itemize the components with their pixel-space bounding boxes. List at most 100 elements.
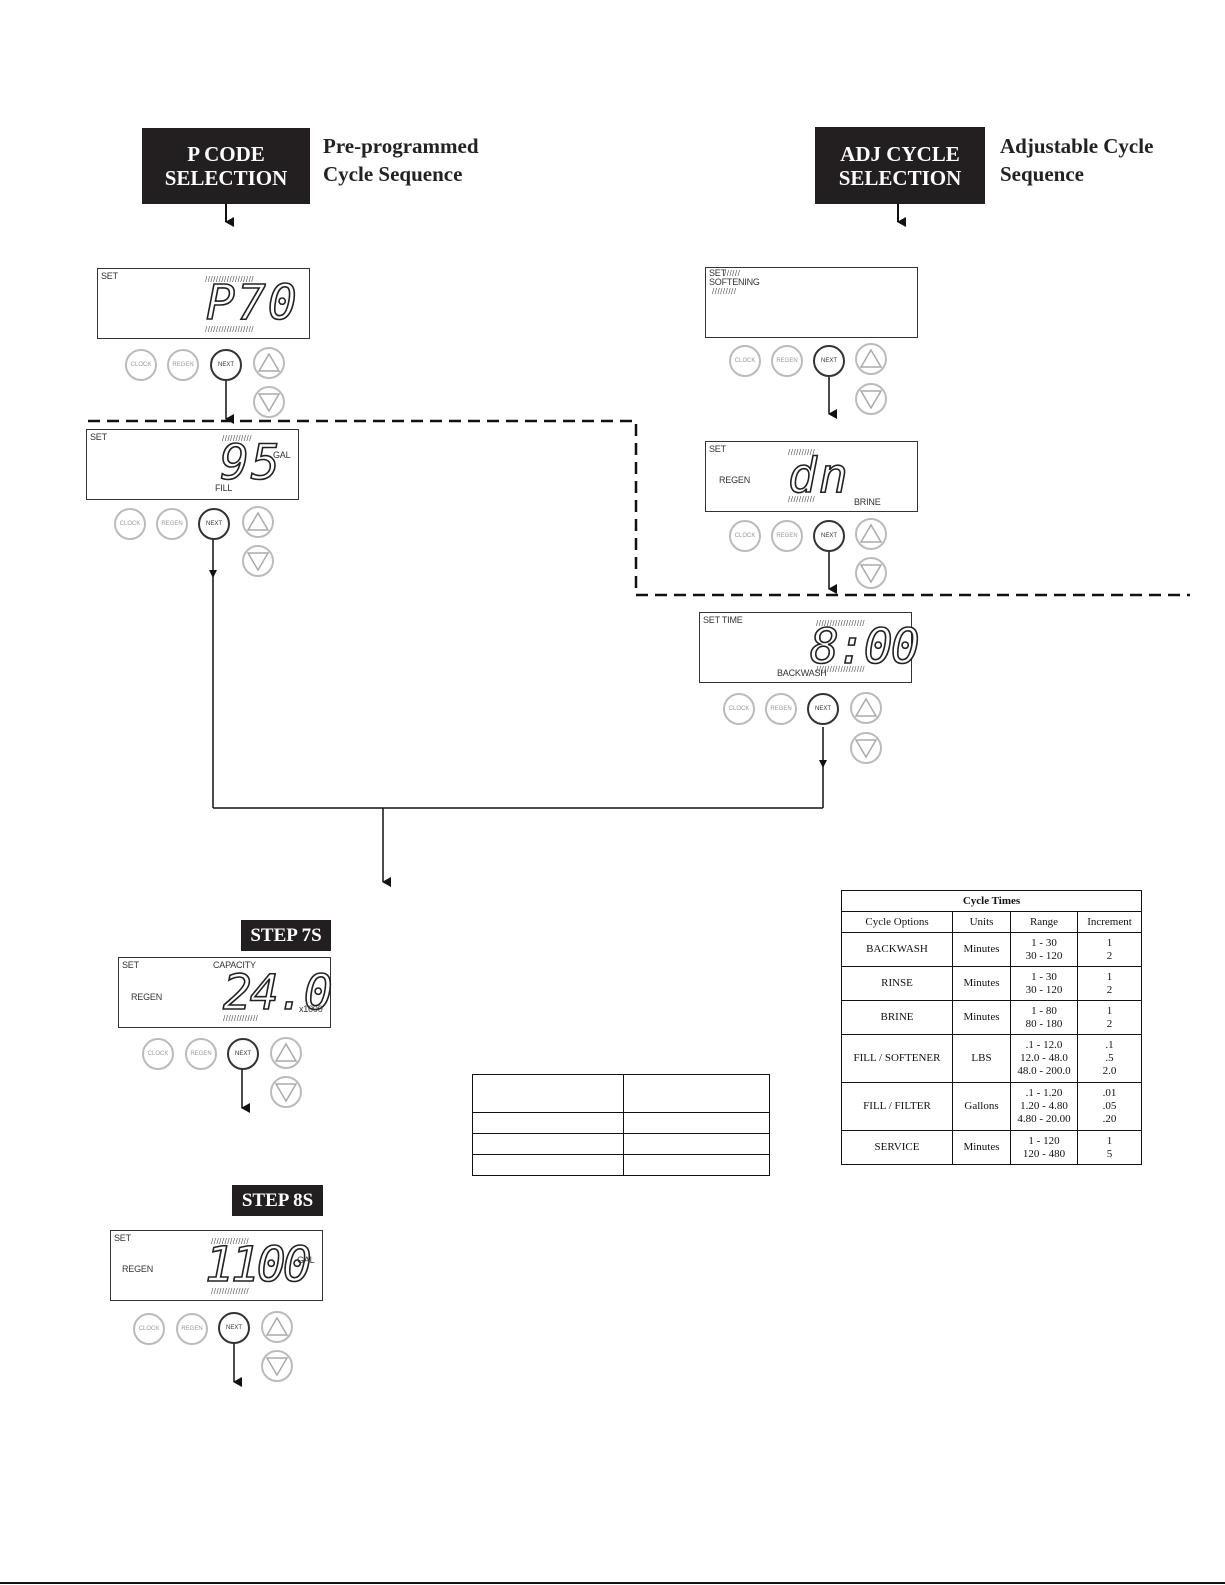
lcd-fill: SET /////////// 95 GAL FILL	[86, 429, 299, 500]
header-line1: P CODE	[187, 142, 265, 166]
gal-unit: GAL	[273, 450, 291, 460]
flash-marks: //////////////	[211, 1287, 250, 1296]
regen-label: REGEN	[131, 992, 163, 1002]
next-button[interactable]: NEXT	[198, 508, 230, 540]
step-8s-tag: STEP 8S	[232, 1185, 323, 1216]
lcd-softening: SET ////// SOFTENING /////////	[705, 267, 918, 338]
up-button[interactable]	[850, 692, 882, 724]
down-button[interactable]	[850, 732, 882, 764]
cycle-option: FILL / FILTER	[841, 1082, 953, 1131]
regen-button[interactable]: REGEN	[771, 345, 803, 377]
next-button[interactable]: NEXT	[227, 1038, 259, 1070]
time-value: 8:00	[809, 619, 920, 675]
cycle-units: Minutes	[952, 966, 1011, 1001]
regen-button[interactable]: REGEN	[765, 693, 797, 725]
next-button[interactable]: NEXT	[813, 520, 845, 552]
clock-button[interactable]: CLOCK	[729, 520, 761, 552]
up-arrow-icon	[854, 697, 878, 717]
regen-button[interactable]: REGEN	[156, 508, 188, 540]
up-arrow-icon	[257, 352, 281, 372]
softening-label: SOFTENING	[709, 277, 760, 287]
table-row	[472, 1074, 770, 1113]
fill-value: 95	[219, 435, 282, 491]
cycle-units: LBS	[952, 1034, 1011, 1083]
blank-table	[472, 1074, 770, 1176]
up-button[interactable]	[855, 518, 887, 550]
set-label: SET	[114, 1233, 131, 1243]
down-button[interactable]	[855, 383, 887, 415]
up-button[interactable]	[855, 343, 887, 375]
flash-marks: //////////	[788, 495, 816, 504]
column-header: Increment	[1077, 911, 1142, 933]
column-header: Units	[952, 911, 1011, 933]
table-row	[472, 1133, 770, 1155]
up-button[interactable]	[261, 1311, 293, 1343]
next-button[interactable]: NEXT	[218, 1312, 250, 1344]
regen-label: REGEN	[122, 1264, 154, 1274]
regen-button[interactable]: REGEN	[771, 520, 803, 552]
down-button[interactable]	[242, 545, 274, 577]
desc-line2: Sequence	[1000, 162, 1084, 186]
down-arrow-icon	[246, 552, 270, 572]
cycle-units: Minutes	[952, 1130, 1011, 1165]
lcd-backwash: SET TIME ////////////////// 8:00 ///////…	[699, 612, 920, 683]
down-arrow-icon	[854, 739, 878, 759]
p-code-value: P70	[205, 275, 299, 331]
capacity-value: 24.0	[222, 965, 333, 1021]
dn-value: dn	[787, 448, 850, 504]
down-button[interactable]	[270, 1076, 302, 1108]
table-row	[472, 1154, 770, 1176]
next-button[interactable]: NEXT	[807, 693, 839, 725]
set-label: SET	[90, 432, 107, 442]
clock-button[interactable]: CLOCK	[729, 345, 761, 377]
lcd-regen-dn: SET REGEN ////////// dn ////////// BRINE	[705, 441, 918, 512]
table-row	[472, 1112, 770, 1134]
next-button[interactable]: NEXT	[210, 349, 242, 381]
header-line2: SELECTION	[164, 166, 288, 190]
up-arrow-icon	[246, 511, 270, 531]
flash-marks: //////////////////	[816, 665, 866, 674]
regen-button[interactable]: REGEN	[176, 1313, 208, 1345]
flash-marks: //////////////	[211, 1237, 250, 1246]
cycle-units: Minutes	[952, 1000, 1011, 1035]
clock-button[interactable]: CLOCK	[125, 349, 157, 381]
up-button[interactable]	[253, 347, 285, 379]
clock-button[interactable]: CLOCK	[142, 1038, 174, 1070]
down-arrow-icon	[257, 393, 281, 413]
down-button[interactable]	[261, 1350, 293, 1382]
column-header: Range	[1010, 911, 1078, 933]
cycle-option: FILL / SOFTENER	[841, 1034, 953, 1083]
down-button[interactable]	[855, 557, 887, 589]
cycle-increment: .01.05.20	[1077, 1082, 1142, 1131]
step-7s-tag: STEP 7S	[241, 920, 331, 951]
adj-cycle-selection-header: ADJ CYCLE SELECTION	[815, 127, 985, 204]
down-arrow-icon	[265, 1357, 289, 1377]
clock-button[interactable]: CLOCK	[723, 693, 755, 725]
flash-marks: //////////////////	[205, 325, 255, 334]
volume-value: 1100	[204, 1237, 312, 1293]
cycle-option: BRINE	[841, 1000, 953, 1035]
p-code-selection-header: P CODE SELECTION	[142, 128, 310, 204]
table-title: Cycle Times	[841, 890, 1142, 912]
clock-button[interactable]: CLOCK	[114, 508, 146, 540]
up-arrow-icon	[859, 523, 883, 543]
up-arrow-icon	[274, 1042, 298, 1062]
up-button[interactable]	[242, 506, 274, 538]
next-button[interactable]: NEXT	[813, 345, 845, 377]
up-button[interactable]	[270, 1037, 302, 1069]
clock-button[interactable]: CLOCK	[133, 1313, 165, 1345]
down-button[interactable]	[253, 386, 285, 418]
flash-marks: //////////////////	[205, 275, 255, 284]
down-arrow-icon	[859, 564, 883, 584]
regen-button[interactable]: REGEN	[185, 1038, 217, 1070]
set-label: SET	[709, 444, 726, 454]
regen-button[interactable]: REGEN	[167, 349, 199, 381]
set-label: SET	[101, 271, 118, 281]
